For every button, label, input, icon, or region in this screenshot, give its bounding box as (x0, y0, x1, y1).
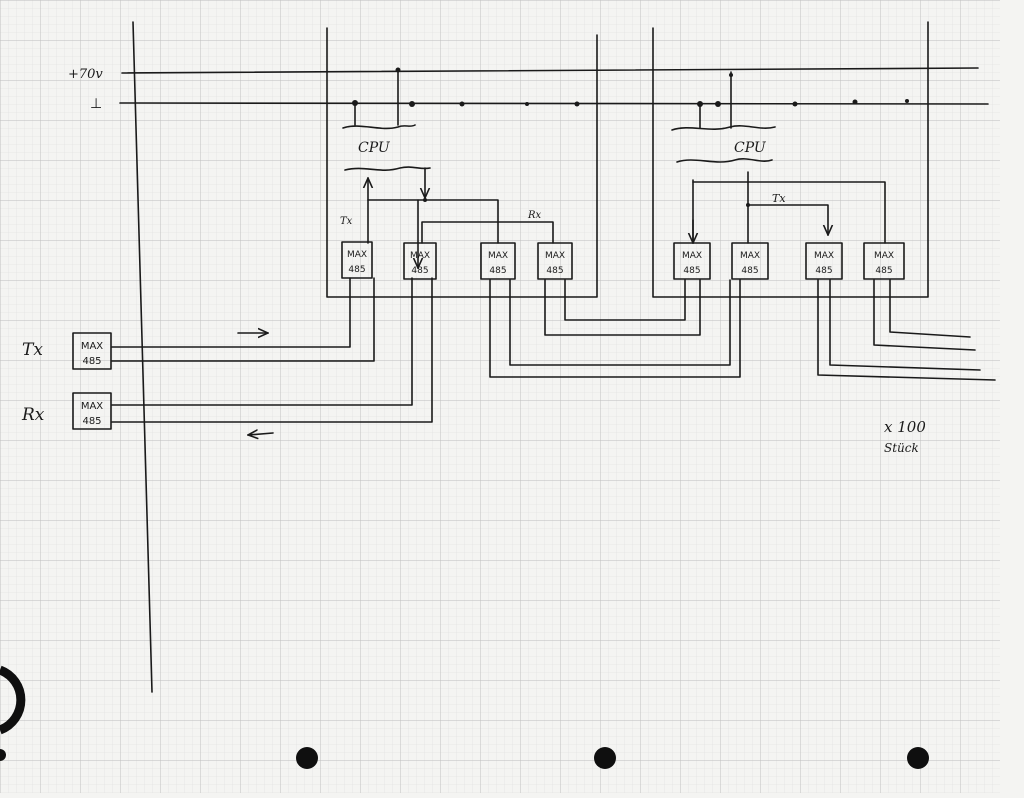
link-b1c4-b2c1-inner (564, 279, 686, 321)
link-b1c4-b2c1-outer (544, 279, 701, 336)
board-2-cpu-squiggle-bottom (676, 158, 773, 163)
rx-direction-arrow (248, 433, 274, 435)
host-rx-wire-a (111, 277, 413, 406)
board-2-tx-bus (747, 204, 828, 235)
board-1-outline (326, 27, 598, 298)
power-rail (121, 67, 979, 74)
graph-grid (0, 0, 1000, 793)
b2-chip-4 (863, 242, 905, 280)
b1-chip-1 (341, 241, 373, 279)
link-b1c3-b2c2-outer (489, 279, 741, 378)
b2-chip-2-line2: 485 (741, 266, 758, 276)
board-1-supply-taps (354, 69, 399, 126)
out-link-a (817, 279, 996, 381)
count-unit: Stück (884, 441, 919, 455)
b2-chip-3 (805, 242, 843, 280)
board-2-rx-bus (692, 181, 886, 244)
board-1-cpu-squiggle-bottom (344, 166, 431, 171)
ground-rail-label: ⊥ (90, 96, 102, 112)
count-note: x 100 (884, 418, 926, 436)
board-1-tx-bus (367, 199, 499, 244)
b2-chip-2-line1: MAX (740, 251, 760, 261)
host-tx-wire-a (111, 277, 351, 348)
b1-chip-2 (403, 242, 437, 280)
b2-chip-1 (673, 242, 711, 280)
b1-chip-3-line2: 485 (489, 266, 506, 276)
b1-chip-1-line2: 485 (348, 265, 365, 275)
ground-rail (119, 102, 989, 105)
b1-chip-4-line1: MAX (545, 251, 565, 261)
host-tx-wire-b (111, 277, 375, 362)
b1-chip-3 (480, 242, 516, 280)
b1-chip-2-line1: MAX (410, 251, 430, 261)
host-tx-label: Tx (22, 340, 43, 360)
b1-chip-4 (537, 242, 573, 280)
b1-chip-1-line1: MAX (347, 250, 367, 260)
board-2-outline (652, 21, 929, 298)
b1-chip-4-line2: 485 (546, 266, 563, 276)
board-1-rx-bus (421, 221, 554, 244)
b2-chip-1-line1: MAX (682, 251, 702, 261)
b2-chip-4-line1: MAX (874, 251, 894, 261)
host-tx-chip (72, 332, 112, 370)
out-link-c (873, 279, 976, 351)
out-link-d (889, 279, 971, 338)
b2-chip-1-line2: 485 (683, 266, 700, 276)
host-tx-chip-line1: MAX (81, 341, 103, 352)
board-1-rx-label: Rx (527, 210, 542, 221)
binder-holes (0, 747, 929, 769)
out-link-b (829, 279, 981, 371)
board-1-cpu-label: CPU (358, 140, 391, 156)
b1-chip-2-line2: 485 (411, 266, 428, 276)
host-tx-chip-line2: 485 (82, 356, 101, 367)
binder-ring-edge (0, 665, 26, 735)
b2-chip-4-line2: 485 (875, 266, 892, 276)
board-1-tx-label: Tx (340, 216, 353, 227)
board-2-cpu-label: CPU (734, 140, 767, 156)
margin-line (132, 21, 153, 693)
host-rx-chip (72, 392, 112, 430)
board-2-supply-taps (699, 71, 732, 129)
power-rail-label: +70v (68, 67, 103, 82)
host-rx-chip-line2: 485 (82, 416, 101, 427)
board-2-tx-label: Tx (772, 192, 786, 205)
host-rx-label: Rx (21, 405, 45, 425)
b1-chip-3-line1: MAX (488, 251, 508, 261)
host-rx-chip-line1: MAX (81, 401, 103, 412)
board-2-cpu-squiggle-top (671, 125, 776, 131)
b2-chip-3-line2: 485 (815, 266, 832, 276)
junction-dots (352, 67, 909, 207)
b2-chip-3-line1: MAX (814, 251, 834, 261)
b2-chip-2 (731, 242, 769, 280)
link-b1c3-b2c2-inner (509, 279, 731, 366)
board-1-cpu-squiggle-top (342, 124, 416, 130)
host-rx-wire-b (111, 277, 433, 423)
